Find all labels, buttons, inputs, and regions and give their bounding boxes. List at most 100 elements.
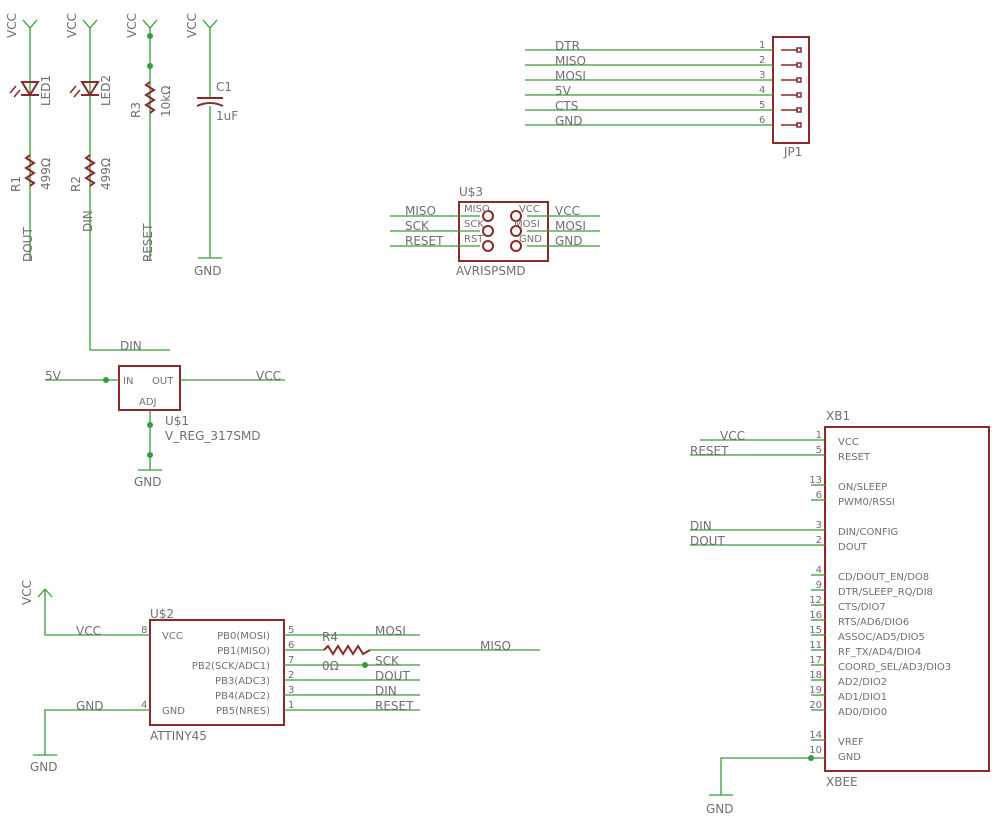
u2-pin-number: 1	[288, 700, 294, 711]
xb1-pin-number: 9	[816, 580, 822, 591]
xb1-pin-label: CTS/DIO7	[838, 602, 886, 613]
xb1-pin-number: 18	[809, 670, 822, 681]
net-reset-label: RESET	[405, 234, 444, 248]
net-reset-label: RESET	[375, 699, 414, 713]
xb1-pin-number: 5	[816, 445, 822, 456]
u2-value: ATTINY45	[150, 729, 207, 743]
net-din-label: DIN	[81, 210, 95, 232]
u1-name: U$1	[165, 414, 189, 428]
junction	[147, 63, 153, 69]
jp1-net-label: GND	[555, 114, 583, 128]
xb1-pin-label: COORD_SEL/AD3/DIO3	[838, 662, 951, 673]
net-din-label: DIN	[375, 684, 397, 698]
net-miso-label: MISO	[480, 639, 511, 653]
r3-name: R3	[129, 102, 143, 118]
jp1-name: JP1	[783, 145, 802, 159]
u2-pin-label: VCC	[162, 631, 183, 642]
r4-value: 0Ω	[322, 659, 339, 673]
gnd-label: GND	[134, 475, 162, 489]
u2-pin-label: PB0(MOSI)	[217, 631, 270, 642]
u3-pin-label: MISO	[464, 204, 490, 215]
gnd-label: GND	[194, 264, 222, 278]
jp1-net-label: 5V	[555, 84, 572, 98]
net-dout-label: DOUT	[690, 534, 725, 548]
xb1-pin-label: CD/DOUT_EN/DO8	[838, 572, 929, 583]
net-gnd-label: GND	[76, 699, 104, 713]
u1-regulator: IN OUT ADJ 5V VCC U$1 V_REG_317SMD GND	[45, 365, 285, 489]
u2-pin-number: 3	[288, 685, 294, 696]
u2-pin-label: GND	[162, 706, 185, 717]
xb1-pin-label: ON/SLEEP	[838, 482, 887, 493]
u3-pads	[482, 210, 522, 252]
xb1-pin-number: 17	[809, 655, 822, 666]
xb1-pin-number: 3	[816, 520, 822, 531]
xb1-pin-number: 12	[809, 595, 822, 606]
u2-attiny45: U$2 ATTINY45 VCC GND VCC GND 8 4 VCC GND…	[20, 580, 540, 774]
net-sck-label: SCK	[405, 219, 430, 233]
jp1-pin-number: 1	[759, 40, 765, 51]
net-vcc-label: VCC	[256, 369, 281, 383]
u2-pin-number: 4	[141, 700, 147, 711]
net-sck-label: SCK	[375, 654, 400, 668]
jp1-pin-number: 4	[759, 85, 765, 96]
gnd-label: GND	[706, 802, 734, 816]
xb1-pin-number: 15	[809, 625, 822, 636]
net-dout-label: DOUT	[21, 227, 35, 262]
led1-branch: VCC LED1 R1 499Ω DOUT	[5, 13, 53, 262]
xb1-name: XB1	[826, 409, 850, 423]
u1-pin-adj: ADJ	[139, 397, 157, 408]
xb1-pin-label: RTS/AD6/DIO6	[838, 617, 909, 628]
c1-value: 1uF	[216, 109, 238, 123]
junction	[147, 33, 153, 39]
net-mosi-label: MOSI	[555, 219, 586, 233]
jp1-net-label: DTR	[555, 39, 580, 53]
xb1-pin-number: 14	[809, 730, 822, 741]
u2-pin-label: PB5(NRES)	[216, 706, 270, 717]
xb1-pin-label: AD2/DIO2	[838, 677, 887, 688]
xb1-pin-label: PWM0/RSSI	[838, 497, 895, 508]
u2-name: U$2	[150, 607, 174, 621]
net-vcc-label: VCC	[720, 429, 745, 443]
u2-pin-label: PB2(SCK/ADC1)	[192, 661, 270, 672]
led2-label: LED2	[99, 75, 113, 106]
junction	[103, 377, 109, 383]
r2-value: 499Ω	[99, 158, 113, 190]
u3-pin-label: VCC	[519, 204, 540, 215]
u1-value: V_REG_317SMD	[165, 429, 261, 443]
r1-name: R1	[9, 176, 23, 192]
u3-pin-label: GND	[519, 234, 542, 245]
xb1-pin-number: 10	[809, 745, 822, 756]
xb1-pin-label: GND	[838, 752, 861, 763]
vcc-label: VCC	[5, 13, 19, 38]
net-miso-label: MISO	[405, 204, 436, 218]
u2-pin-number: 2	[288, 670, 294, 681]
net-vcc-label: VCC	[76, 624, 101, 638]
r4-name: R4	[322, 630, 338, 644]
u3-isp-header: U$3 AVRISPSMD MISO SCK RST VCC MOSI GND …	[390, 185, 600, 278]
jp1-net-label: CTS	[555, 99, 578, 113]
xb1-pin-number: 6	[816, 490, 822, 501]
xb1-pin-number: 19	[809, 685, 822, 696]
xb1-pin-label: RF_TX/AD4/DIO4	[838, 647, 921, 658]
u2-pin-number: 5	[288, 625, 294, 636]
r3-branch: VCC R3 10kΩ RESET	[125, 13, 173, 262]
vcc-label: VCC	[185, 13, 199, 38]
xb1-pin-number: 16	[809, 610, 822, 621]
net-gnd-label: GND	[555, 234, 583, 248]
r2-name: R2	[69, 176, 83, 192]
xb1-pin-number: 13	[809, 475, 822, 486]
xb1-xbee: XB1 XBEE 1VCC5RESET13ON/SLEEP6PWM0/RSSI3…	[690, 409, 990, 816]
net-mosi-label: MOSI	[375, 624, 406, 638]
xb1-value: XBEE	[826, 775, 858, 789]
net-5v-label: 5V	[45, 369, 62, 383]
u3-pin-label: MOSI	[514, 219, 540, 230]
junction	[808, 755, 814, 761]
xb1-pin-label: RESET	[838, 452, 871, 463]
led1-label: LED1	[39, 75, 53, 106]
jp1-pin-number: 3	[759, 70, 765, 81]
u3-name: U$3	[459, 185, 483, 199]
u2-pin-number: 6	[288, 640, 294, 651]
jp1-net-label: MOSI	[555, 69, 586, 83]
